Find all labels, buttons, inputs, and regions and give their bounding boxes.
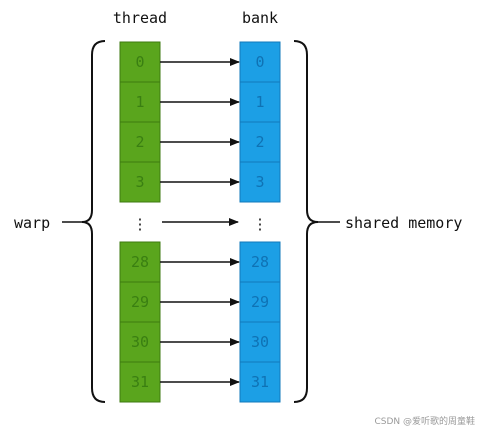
warp-label: warp [14, 214, 50, 232]
bank-cell [239, 41, 281, 83]
bank-ellipsis: ⋮ [253, 215, 268, 233]
bank-cell-label: 0 [255, 53, 264, 71]
watermark: CSDN @爱听歌的周童鞋 [374, 415, 475, 427]
thread-cell-label: 31 [131, 373, 149, 391]
thread-cell-label: 0 [135, 53, 144, 71]
shared-memory-brace [293, 40, 319, 403]
thread-cell-label: 28 [131, 253, 149, 271]
shared-memory-label: shared memory [345, 214, 462, 232]
thread-cell [119, 41, 161, 83]
bank-cell [239, 121, 281, 163]
bank-cell [239, 161, 281, 203]
bank-cell-label: 28 [251, 253, 269, 271]
bank-column: 0 1 2 3 28 29 30 31 [239, 41, 281, 403]
thread-cell [119, 241, 161, 283]
thread-column: 0 1 2 3 28 29 30 31 [119, 41, 161, 403]
bank-cell [239, 361, 281, 403]
bank-cell-label: 31 [251, 373, 269, 391]
bank-cell-label: 3 [255, 173, 264, 191]
thread-cell-label: 2 [135, 133, 144, 151]
bank-cell-label: 1 [255, 93, 264, 111]
thread-cell [119, 361, 161, 403]
thread-cell [119, 281, 161, 323]
thread-cell-label: 30 [131, 333, 149, 351]
warp-brace [81, 40, 106, 403]
thread-ellipsis: ⋮ [133, 215, 148, 233]
bank-cell [239, 321, 281, 363]
thread-to-bank-arrows [160, 58, 240, 386]
bank-cell-label: 30 [251, 333, 269, 351]
bank-cell-label: 29 [251, 293, 269, 311]
thread-column-header: thread [113, 9, 167, 27]
bank-column-header: bank [242, 9, 278, 27]
thread-cell [119, 161, 161, 203]
bank-cell-label: 2 [255, 133, 264, 151]
bank-cell [239, 241, 281, 283]
thread-cell-label: 29 [131, 293, 149, 311]
thread-cell-label: 1 [135, 93, 144, 111]
thread-cell-label: 3 [135, 173, 144, 191]
bank-cell [239, 81, 281, 123]
